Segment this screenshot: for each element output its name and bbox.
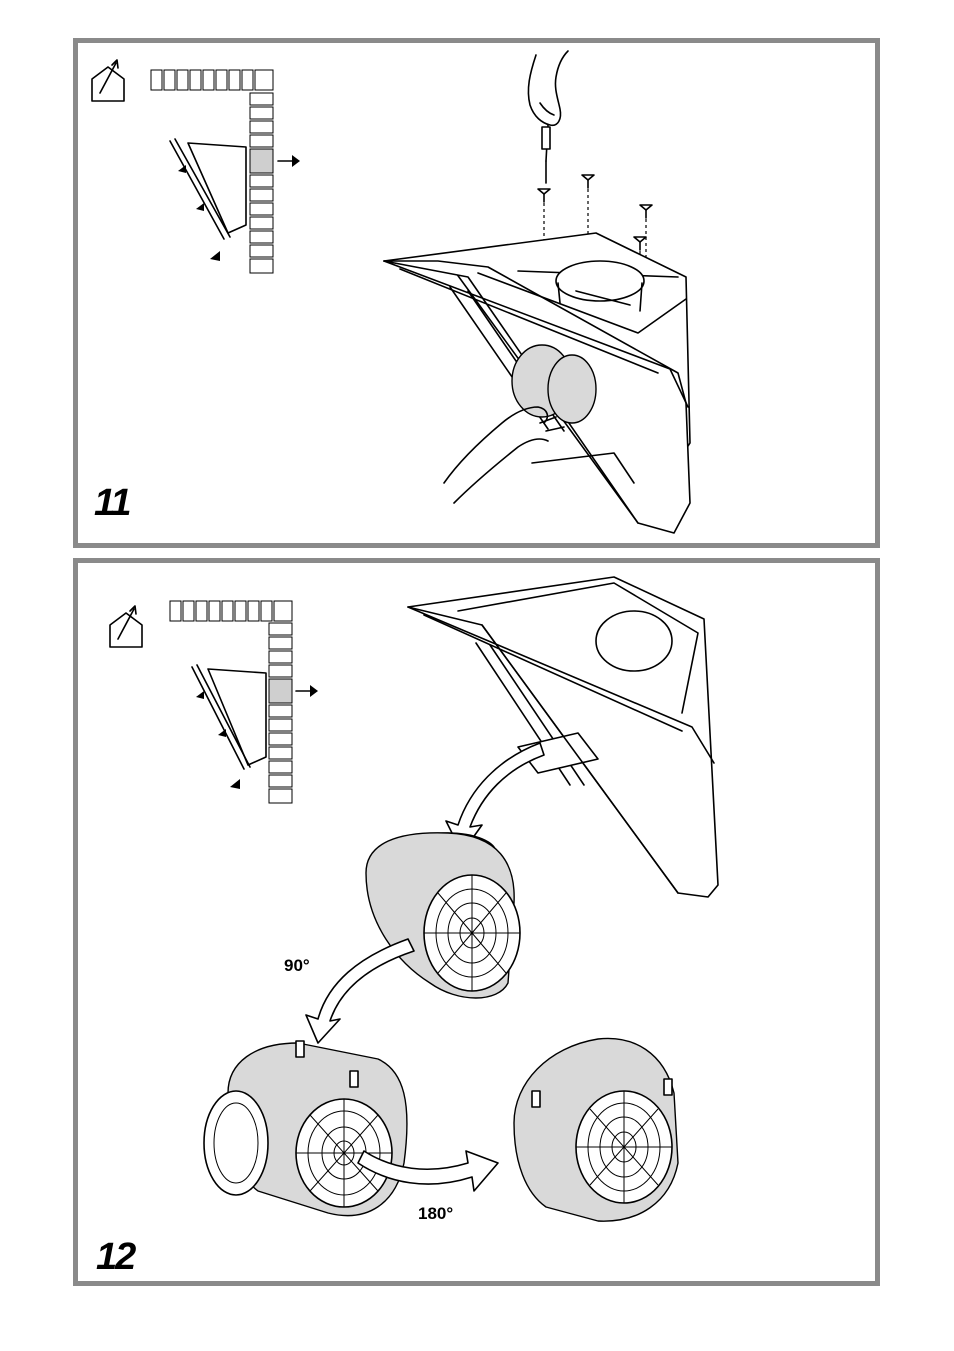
rotation-label-90: 90° <box>284 956 310 975</box>
house-exhaust-icon <box>110 606 142 647</box>
step-11-illustration: 11 <box>78 43 885 553</box>
rotation-label-180: 180° <box>418 1204 453 1223</box>
curved-arrow-icon <box>306 939 414 1043</box>
wall-duct-icon <box>151 70 300 273</box>
step-12-panel: 90° 180° 12 <box>73 558 880 1286</box>
step-12-illustration: 90° 180° 12 <box>78 563 885 1291</box>
house-exhaust-icon <box>92 60 124 101</box>
step-number: 11 <box>94 482 130 524</box>
screwdriver-icon <box>528 51 568 183</box>
step-11-panel: 11 <box>73 38 880 548</box>
cooker-hood-icon <box>384 233 690 533</box>
step-number: 12 <box>96 1236 136 1278</box>
fan-motor-icon <box>204 1041 407 1216</box>
wall-duct-icon <box>170 601 318 803</box>
fan-motor-icon <box>514 1038 678 1221</box>
fan-motor-icon <box>366 833 520 998</box>
